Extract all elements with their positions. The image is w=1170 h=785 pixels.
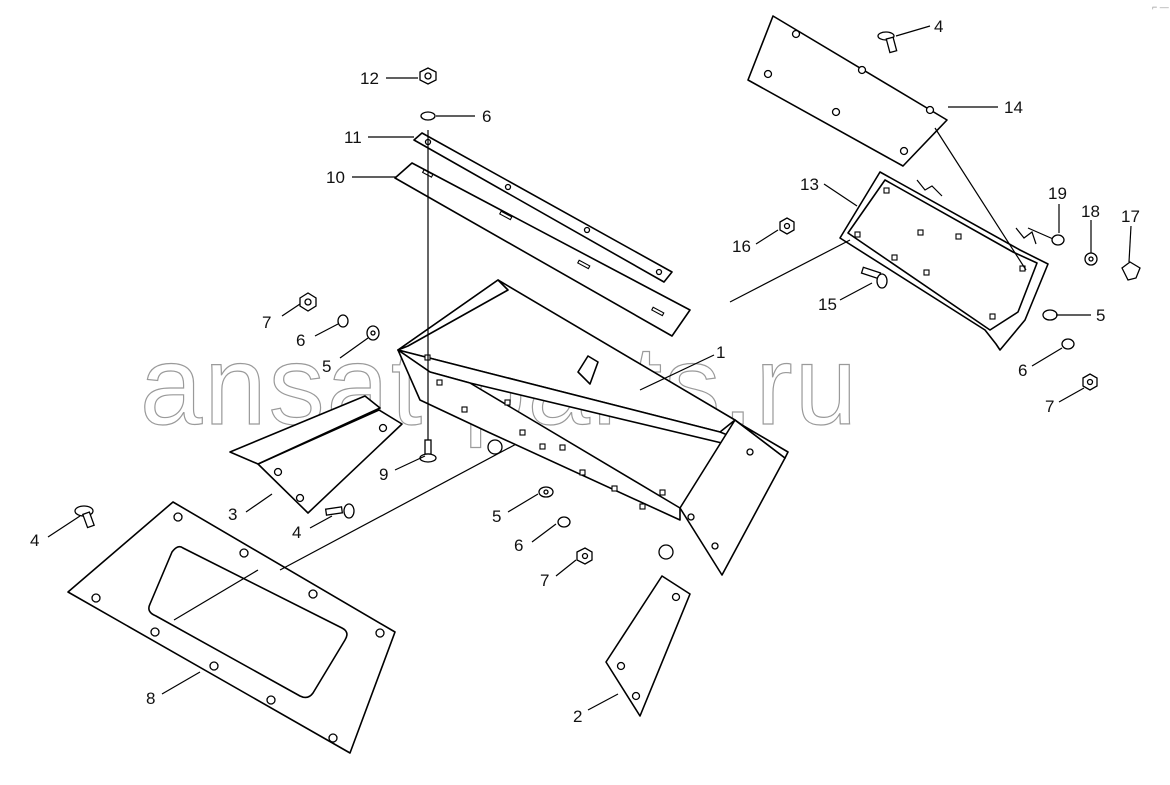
callout-6-right: 6 (1018, 361, 1027, 380)
callout-18: 18 (1081, 202, 1100, 221)
callout-10: 10 (326, 168, 345, 187)
part-1-main-shield (397, 279, 789, 576)
part-2-gusset-plate (605, 575, 691, 717)
callout-2: 2 (573, 707, 582, 726)
leader-lines (47, 25, 1132, 711)
part-11-bar (413, 132, 673, 283)
corner-mark: ⌐ — (1152, 2, 1169, 12)
callout-8: 8 (146, 689, 155, 708)
callout-6-left: 6 (296, 331, 305, 350)
callout-5-left: 5 (322, 357, 331, 376)
callout-3: 3 (228, 505, 237, 524)
callout-1: 1 (716, 343, 725, 362)
hardware (74, 31, 1141, 565)
callout-4-left: 4 (30, 531, 39, 550)
callout-9: 9 (379, 465, 388, 484)
part-13-hood-bracket (729, 127, 1061, 351)
callout-5-center: 5 (492, 507, 501, 526)
callout-labels: 12 6 11 10 7 6 5 1 9 3 4 4 8 5 6 7 2 4 1… (30, 17, 1140, 726)
callout-4-top-right: 4 (934, 17, 943, 36)
callout-11: 11 (344, 128, 362, 147)
part-14-top-plate (747, 15, 948, 167)
callout-6-top: 6 (482, 107, 491, 126)
part-8-base-plate (67, 441, 521, 754)
callout-15: 15 (818, 295, 837, 314)
callout-12: 12 (360, 69, 379, 88)
part-3-bracket (229, 395, 403, 514)
callout-14: 14 (1004, 98, 1023, 117)
callout-4-bracket: 4 (292, 523, 301, 542)
callout-6-center: 6 (514, 536, 523, 555)
callout-17: 17 (1121, 207, 1140, 226)
callout-7-left: 7 (262, 313, 271, 332)
callout-16: 16 (732, 237, 751, 256)
callout-19: 19 (1048, 184, 1067, 203)
callout-5-right: 5 (1096, 306, 1105, 325)
callout-7-center: 7 (540, 571, 549, 590)
callout-13: 13 (800, 175, 819, 194)
callout-7-right: 7 (1045, 397, 1054, 416)
